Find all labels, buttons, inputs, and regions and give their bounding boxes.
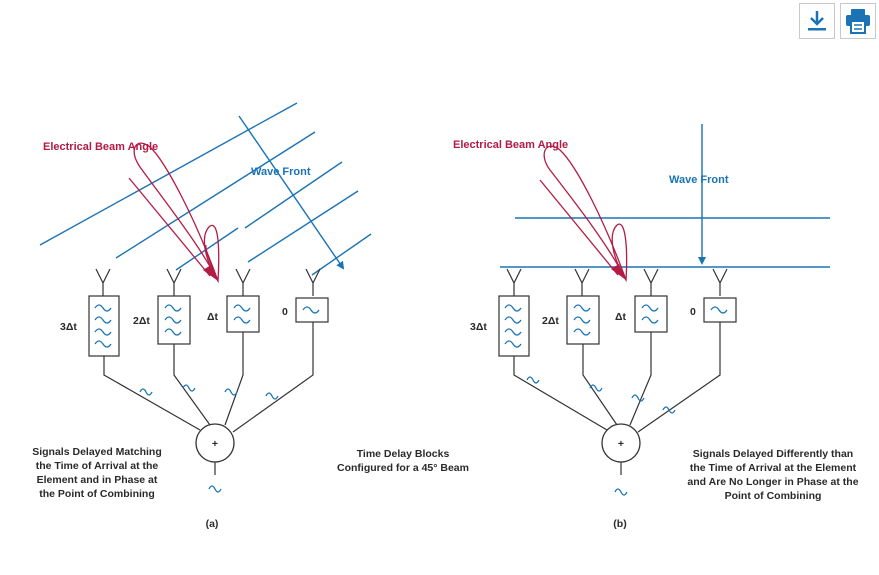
signal-waves-a xyxy=(139,384,279,493)
main-lobe-b xyxy=(543,145,627,281)
delay-label-0-b: 0 xyxy=(690,306,696,318)
antenna-4-b xyxy=(712,268,728,296)
svg-text:the Time of Arrival at the Ele: the Time of Arrival at the Element xyxy=(690,462,857,474)
delay-waves-a xyxy=(94,304,320,348)
delay-box-0-b xyxy=(703,297,737,323)
delay-box-2dt-a xyxy=(157,295,191,345)
combiner-symbol-b: + xyxy=(618,438,624,450)
wave-front-label-b: Wave Front xyxy=(669,174,729,186)
beam-lobes-a xyxy=(128,142,220,284)
delay-label-3dt-b: 3Δt xyxy=(470,321,487,333)
delay-box-dt-a xyxy=(226,295,260,333)
delay-blocks-b xyxy=(498,295,737,357)
beam-angle-label-a: Electrical Beam Angle xyxy=(43,141,158,153)
download-icon xyxy=(808,11,826,31)
antenna-1-a xyxy=(95,268,111,296)
delay-label-2dt-a: 2Δt xyxy=(133,315,150,327)
svg-text:the Time of Arrival at the: the Time of Arrival at the xyxy=(36,460,159,472)
svg-text:Point of Combining: Point of Combining xyxy=(725,490,822,502)
svg-text:Configured for a 45° Beam: Configured for a 45° Beam xyxy=(337,462,469,474)
printer-icon xyxy=(846,9,870,34)
main-lobe-a xyxy=(133,142,219,282)
delay-box-0-a xyxy=(295,297,329,323)
side-lobe-small-a xyxy=(205,244,219,282)
svg-text:Signals Delayed Differently th: Signals Delayed Differently than xyxy=(693,448,853,460)
feed-lines-b xyxy=(513,322,721,475)
antenna-2-b xyxy=(574,268,590,296)
wave-front-lines-b xyxy=(500,124,830,268)
antenna-3-b xyxy=(643,268,659,296)
sub-label-a: (a) xyxy=(206,518,219,530)
caption-a: Signals Delayed Matching the Time of Arr… xyxy=(32,446,162,500)
delay-label-0-a: 0 xyxy=(282,306,288,318)
delay-box-3dt-b xyxy=(498,295,530,357)
delay-label-2dt-b: 2Δt xyxy=(542,315,559,327)
svg-text:Signals Delayed Matching: Signals Delayed Matching xyxy=(32,446,162,458)
sub-label-b: (b) xyxy=(613,518,626,530)
beam-angle-label-b: Electrical Beam Angle xyxy=(453,139,568,151)
delay-label-dt-b: Δt xyxy=(615,311,627,323)
signal-waves-b xyxy=(526,376,676,496)
delay-waves-b xyxy=(504,304,728,348)
feed-lines-a xyxy=(103,322,314,475)
side-lobe-b xyxy=(611,223,628,283)
svg-text:the Point of Combining: the Point of Combining xyxy=(39,488,154,500)
svg-text:Time Delay Blocks: Time Delay Blocks xyxy=(357,448,450,460)
beam-lobes-b xyxy=(539,145,628,283)
delay-label-3dt-a: 3Δt xyxy=(60,321,77,333)
panel-a: Wave Front Electrical Beam Angle xyxy=(32,102,372,530)
delay-box-2dt-b xyxy=(566,295,600,345)
svg-text:and Are No Longer in Phase at: and Are No Longer in Phase at the xyxy=(687,476,858,488)
center-note: Time Delay Blocks Configured for a 45° B… xyxy=(337,448,469,474)
delay-label-dt-a: Δt xyxy=(207,311,219,323)
combiner-b xyxy=(601,423,641,463)
combiner-symbol-a: + xyxy=(212,438,218,450)
download-button[interactable] xyxy=(799,3,835,39)
print-button[interactable] xyxy=(840,3,876,39)
panel-b: Wave Front Electrical Beam Angle 3Δt xyxy=(453,124,859,530)
wave-front-label-a: Wave Front xyxy=(251,166,311,178)
delay-blocks-a xyxy=(88,295,329,357)
antennas-b xyxy=(506,268,728,296)
wave-front-lines-a xyxy=(39,102,372,276)
antenna-1-b xyxy=(506,268,522,296)
delay-box-3dt-a xyxy=(88,295,120,357)
toolbar xyxy=(799,3,876,39)
delay-box-dt-b xyxy=(634,295,668,333)
antenna-2-a xyxy=(166,268,182,296)
caption-b: Signals Delayed Differently than the Tim… xyxy=(687,448,858,502)
side-lobe-a xyxy=(203,224,220,284)
antennas-a xyxy=(95,268,321,296)
antenna-4-a xyxy=(305,268,321,296)
svg-text:Element and in Phase at: Element and in Phase at xyxy=(37,474,158,486)
combiner-a xyxy=(195,423,235,463)
antenna-3-a xyxy=(235,268,251,296)
